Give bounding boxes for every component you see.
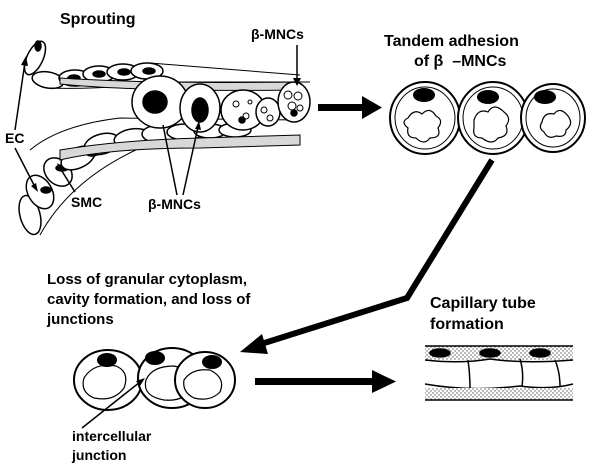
upper-endothelial-chain	[23, 40, 310, 90]
capillary-title-line1: Capillary tube	[430, 295, 536, 312]
junction-pointer	[81, 378, 145, 429]
cavity-cell-row	[73, 347, 236, 411]
loss-title-line2: cavity formation, and loss of	[47, 291, 251, 308]
loss-title-line3: junctions	[47, 311, 114, 328]
sprouting-pointers	[14, 45, 301, 196]
tandem-mnc-row	[389, 81, 586, 155]
junction-label-line1: intercellular	[72, 428, 152, 444]
junction-label-line2: junction	[72, 447, 127, 463]
arrow-loss-to-capillary	[255, 370, 396, 393]
sprouting-label: Sprouting	[60, 11, 136, 28]
arrow-sprout-to-tandem	[318, 96, 382, 119]
ec-label: EC	[5, 130, 25, 146]
tandem-adhesion-subtitle: of β –MNCs	[414, 53, 507, 70]
capillary-tube	[424, 345, 574, 401]
smooth-muscle-layer	[59, 134, 301, 161]
smc-label: SMC	[71, 194, 103, 210]
beta-mncs-top-label: β-MNCs	[251, 26, 304, 42]
beta-mncs-bottom-label: β-MNCs	[148, 196, 201, 212]
capillary-title-line2: formation	[430, 316, 504, 333]
loss-title-line1: Loss of granular cytoplasm,	[47, 271, 248, 288]
beta-mnc-cluster-sprout	[131, 75, 311, 133]
tandem-adhesion-title: Tandem adhesion	[384, 33, 519, 50]
arrow-tandem-to-loss	[240, 158, 495, 354]
